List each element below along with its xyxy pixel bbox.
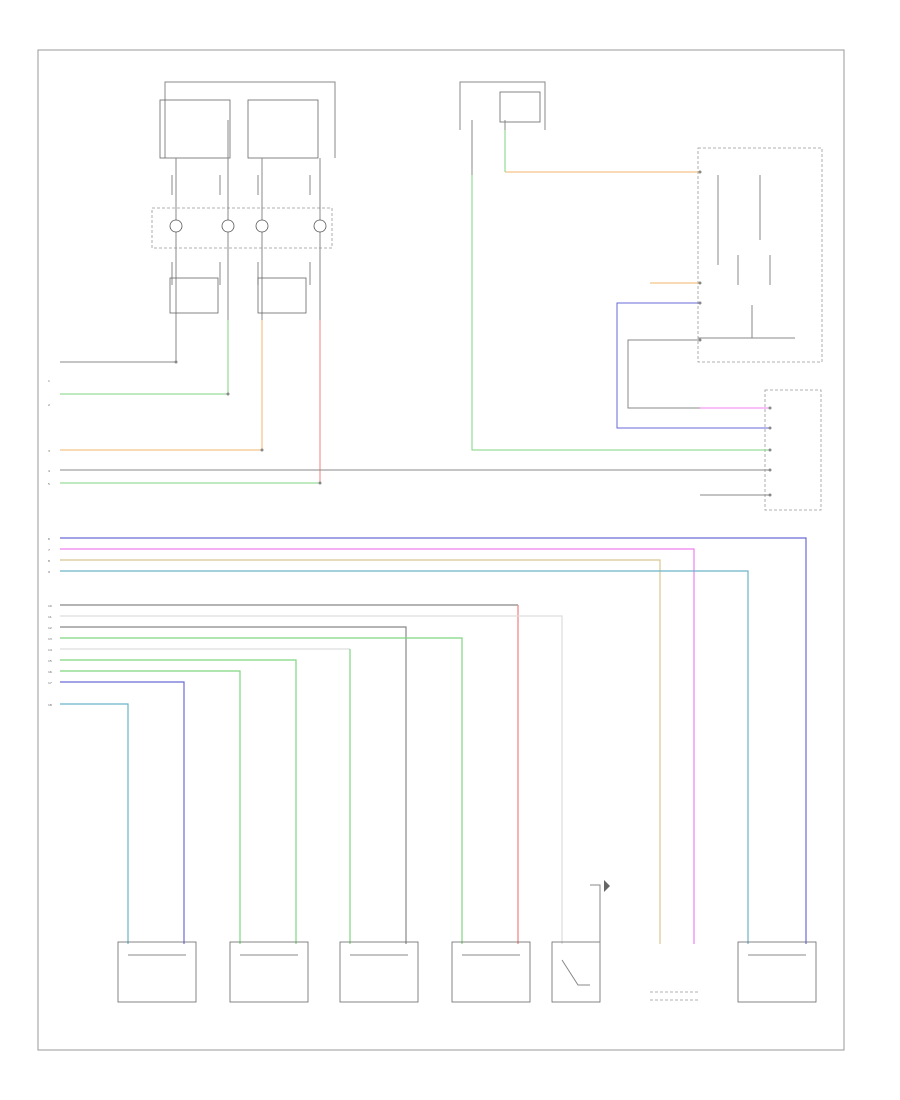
relay-box-right [257,277,307,314]
sensor-box-right [247,99,319,159]
pin-label: 6 [48,537,50,541]
pin-label: 7 [48,548,50,552]
connector-pin-labels: 1 2 3 4 5 6 7 8 9 10 11 12 13 14 15 16 1… [48,379,52,707]
pin-label: 5 [48,482,50,486]
pin-label: 10 [48,604,52,608]
control-module-outline [697,147,823,363]
component-7 [737,941,817,1003]
wire-group-upper [60,130,770,496]
pin-label: 9 [48,570,50,574]
lamp-1 [169,219,183,233]
pin-label: 18 [48,703,52,707]
component-2 [229,941,309,1003]
instrument-cluster-outline [764,389,822,511]
pin-label: 2 [48,403,50,407]
switch-component [551,941,601,1003]
ground-symbol [604,880,610,892]
sensor-box-left [159,99,231,159]
component-4 [451,941,531,1003]
component-1 [117,941,197,1003]
wire-group-lower [60,537,807,944]
component-3 [339,941,419,1003]
bottom-components [117,880,817,1003]
pin-label: 4 [48,469,50,473]
pin-label: 17 [48,681,52,685]
top-right-module [459,81,823,511]
sensor-cluster-outline [151,207,333,249]
fuse-box [499,91,541,123]
diagram-frame [37,49,845,1051]
relay-box-left [169,277,219,314]
pin-label: 15 [48,659,52,663]
pin-label: 13 [48,637,52,641]
pin-label: 8 [48,559,50,563]
lamp-2 [221,219,235,233]
lamp-3 [255,219,269,233]
top-left-module [151,81,336,355]
pin-label: 16 [48,670,52,674]
pin-label: 12 [48,626,52,630]
pin-label: 11 [48,615,52,619]
pin-label: 1 [48,379,50,383]
lamp-4 [313,219,327,233]
terminal-dots [174,170,772,497]
pin-label: 14 [48,648,52,652]
pin-label: 3 [48,449,50,453]
